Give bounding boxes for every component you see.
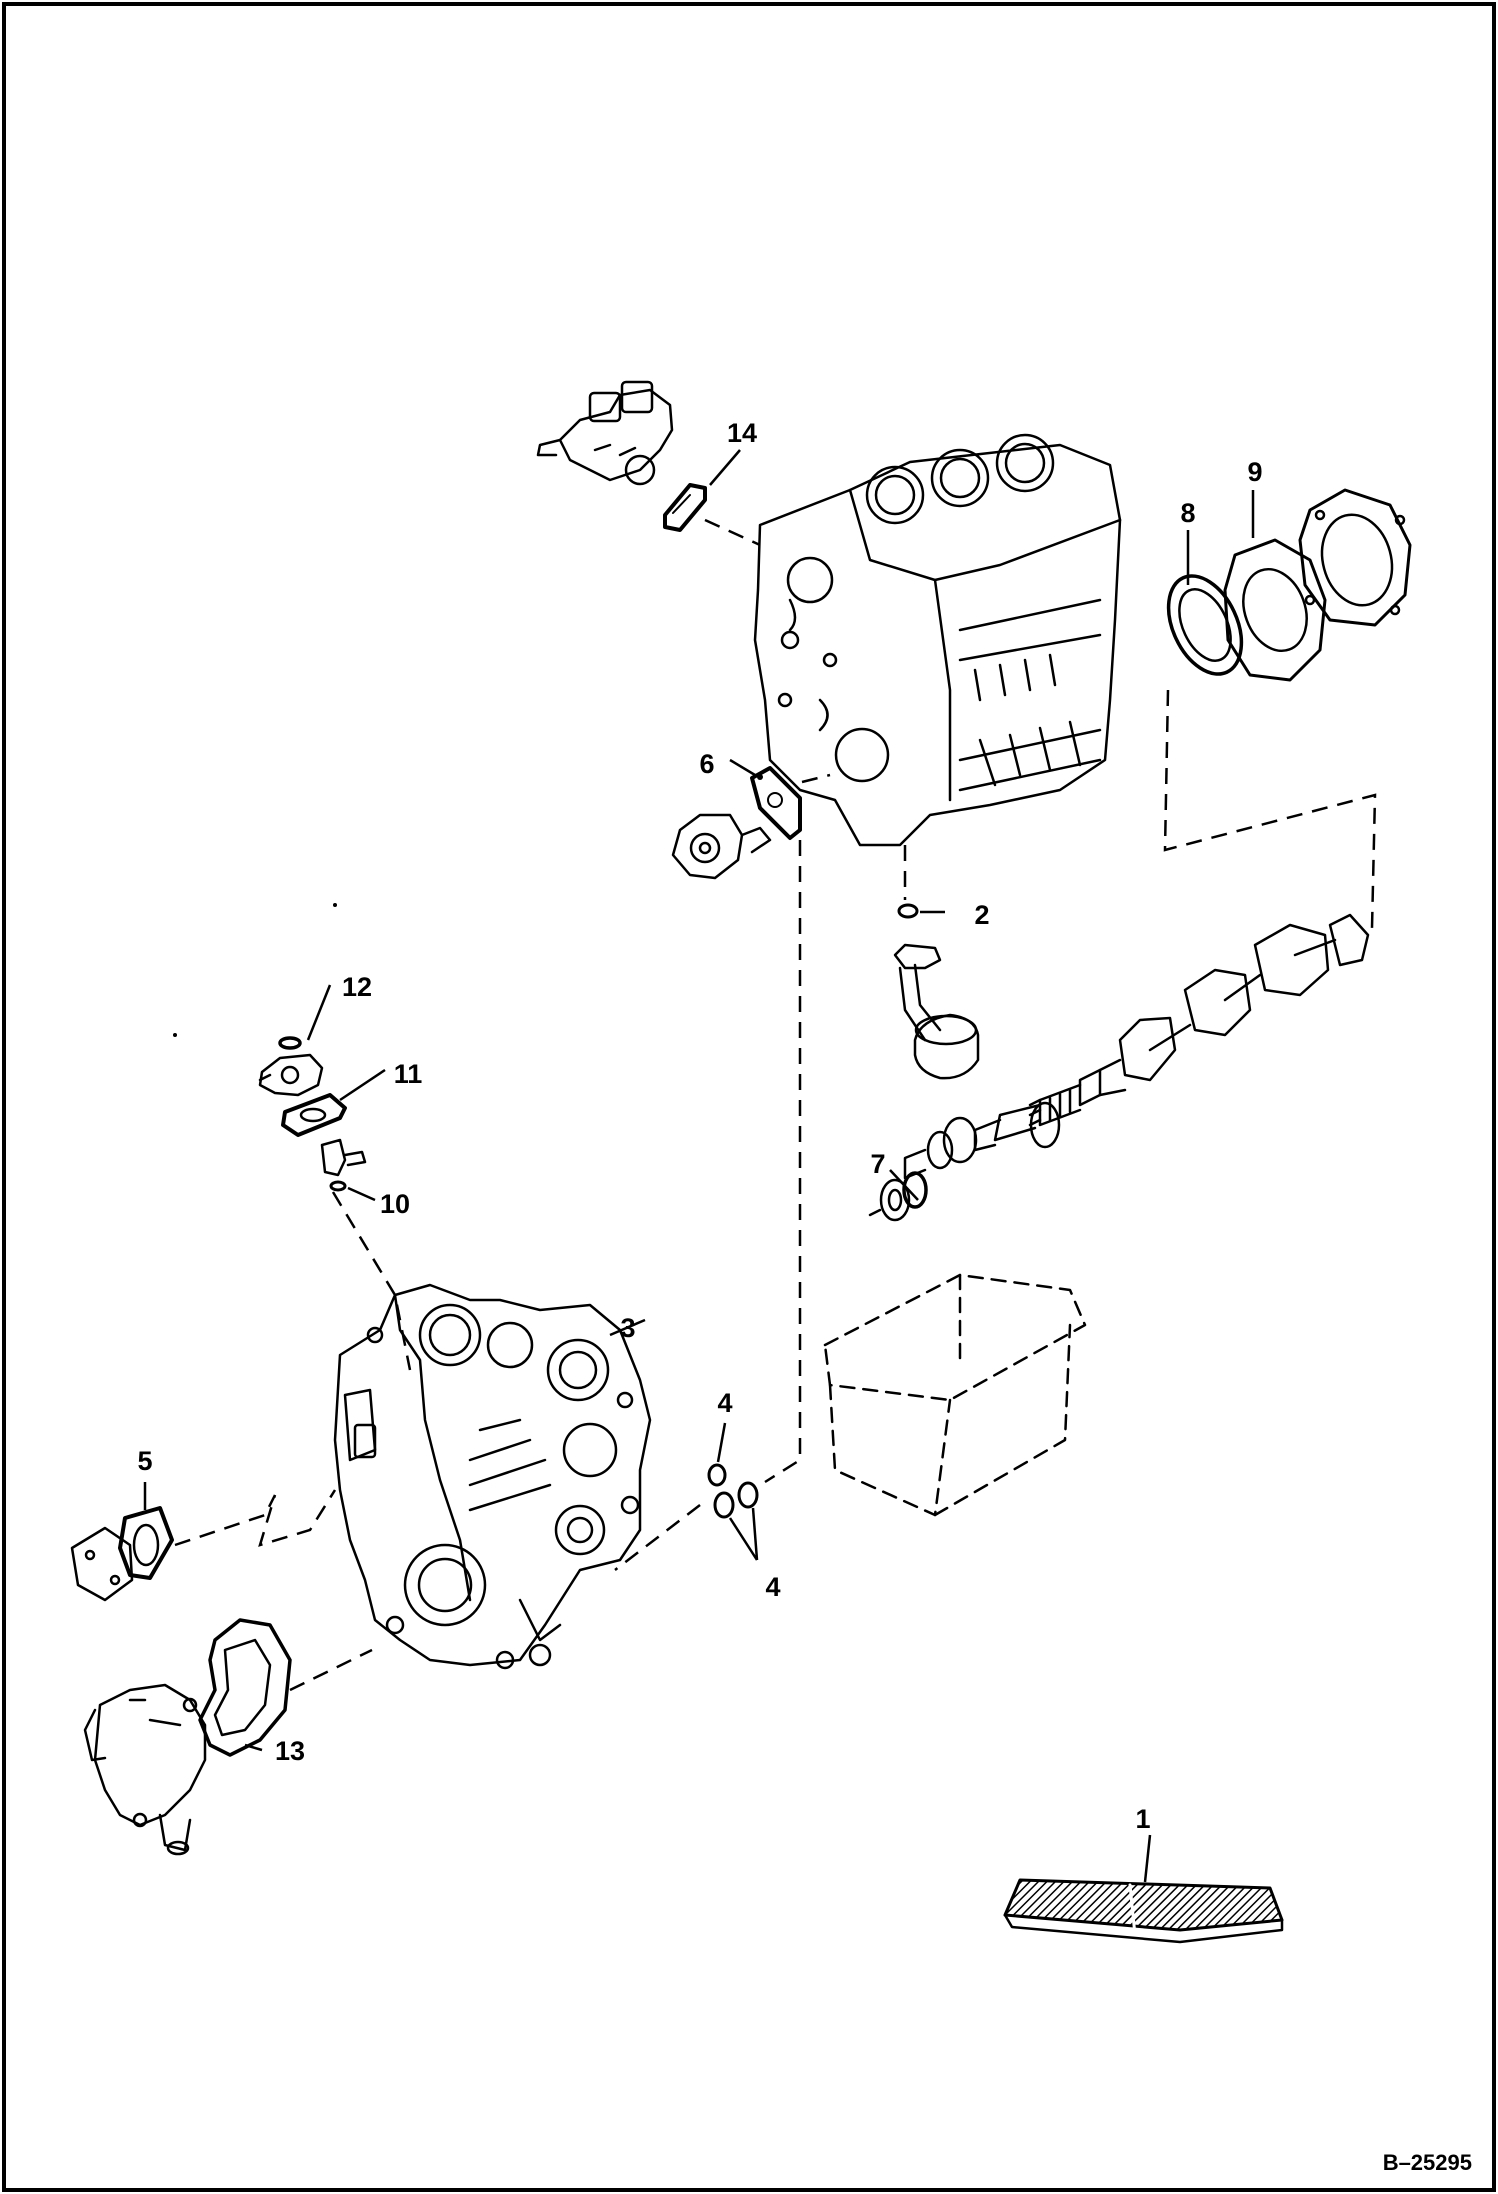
callout-10: 10	[380, 1189, 410, 1219]
thermostat-gasket-11	[281, 1093, 347, 1137]
o-ring-4-lower	[713, 1481, 759, 1519]
thermostat	[320, 1138, 367, 1177]
figure-reference: B–25295	[1383, 2150, 1472, 2175]
water-pump	[83, 1683, 207, 1856]
o-ring-4-upper	[707, 1463, 727, 1487]
gasket-kit-1	[1003, 1878, 1284, 1944]
gasket-14	[663, 483, 707, 532]
callout-4-upper: 4	[717, 1388, 732, 1418]
alignment-lines	[174, 518, 1377, 1692]
rear-gasket-9	[1223, 538, 1327, 682]
gasket-6	[750, 766, 802, 840]
callout-12: 12	[342, 972, 372, 1002]
crankshaft	[903, 913, 1370, 1180]
gear-case-cover	[333, 1283, 652, 1670]
engine-block	[753, 433, 1122, 847]
callout-13: 13	[275, 1736, 305, 1766]
callout-7: 7	[870, 1149, 885, 1179]
callout-5: 5	[137, 1446, 152, 1476]
callout-11: 11	[394, 1059, 423, 1089]
callout-6: 6	[699, 749, 714, 779]
gasket-5	[118, 1506, 174, 1580]
o-ring-10	[329, 1180, 347, 1192]
front-seal-7	[868, 1171, 928, 1222]
callout-3: 3	[620, 1313, 635, 1343]
water-pump-gasket-13	[198, 1618, 292, 1757]
callout-9: 9	[1247, 457, 1262, 487]
oil-strainer	[893, 903, 980, 1080]
rear-seal-8	[1166, 574, 1244, 676]
cover-plate-5	[70, 1526, 134, 1602]
thermostat-cover	[258, 1053, 324, 1097]
oil-pan	[823, 1273, 1087, 1517]
callout-8: 8	[1180, 498, 1195, 528]
leader-lines	[143, 449, 1255, 1883]
callout-4-lower: 4	[765, 1572, 780, 1602]
callout-14: 14	[727, 418, 757, 448]
callout-1: 1	[1135, 1804, 1150, 1834]
o-ring-12	[278, 1036, 302, 1050]
fuel-filter-assembly	[536, 380, 674, 486]
stray-dots	[173, 774, 763, 1037]
rear-seal-housing	[1298, 488, 1412, 627]
callout-2: 2	[974, 900, 989, 930]
oil-pump	[671, 813, 772, 880]
